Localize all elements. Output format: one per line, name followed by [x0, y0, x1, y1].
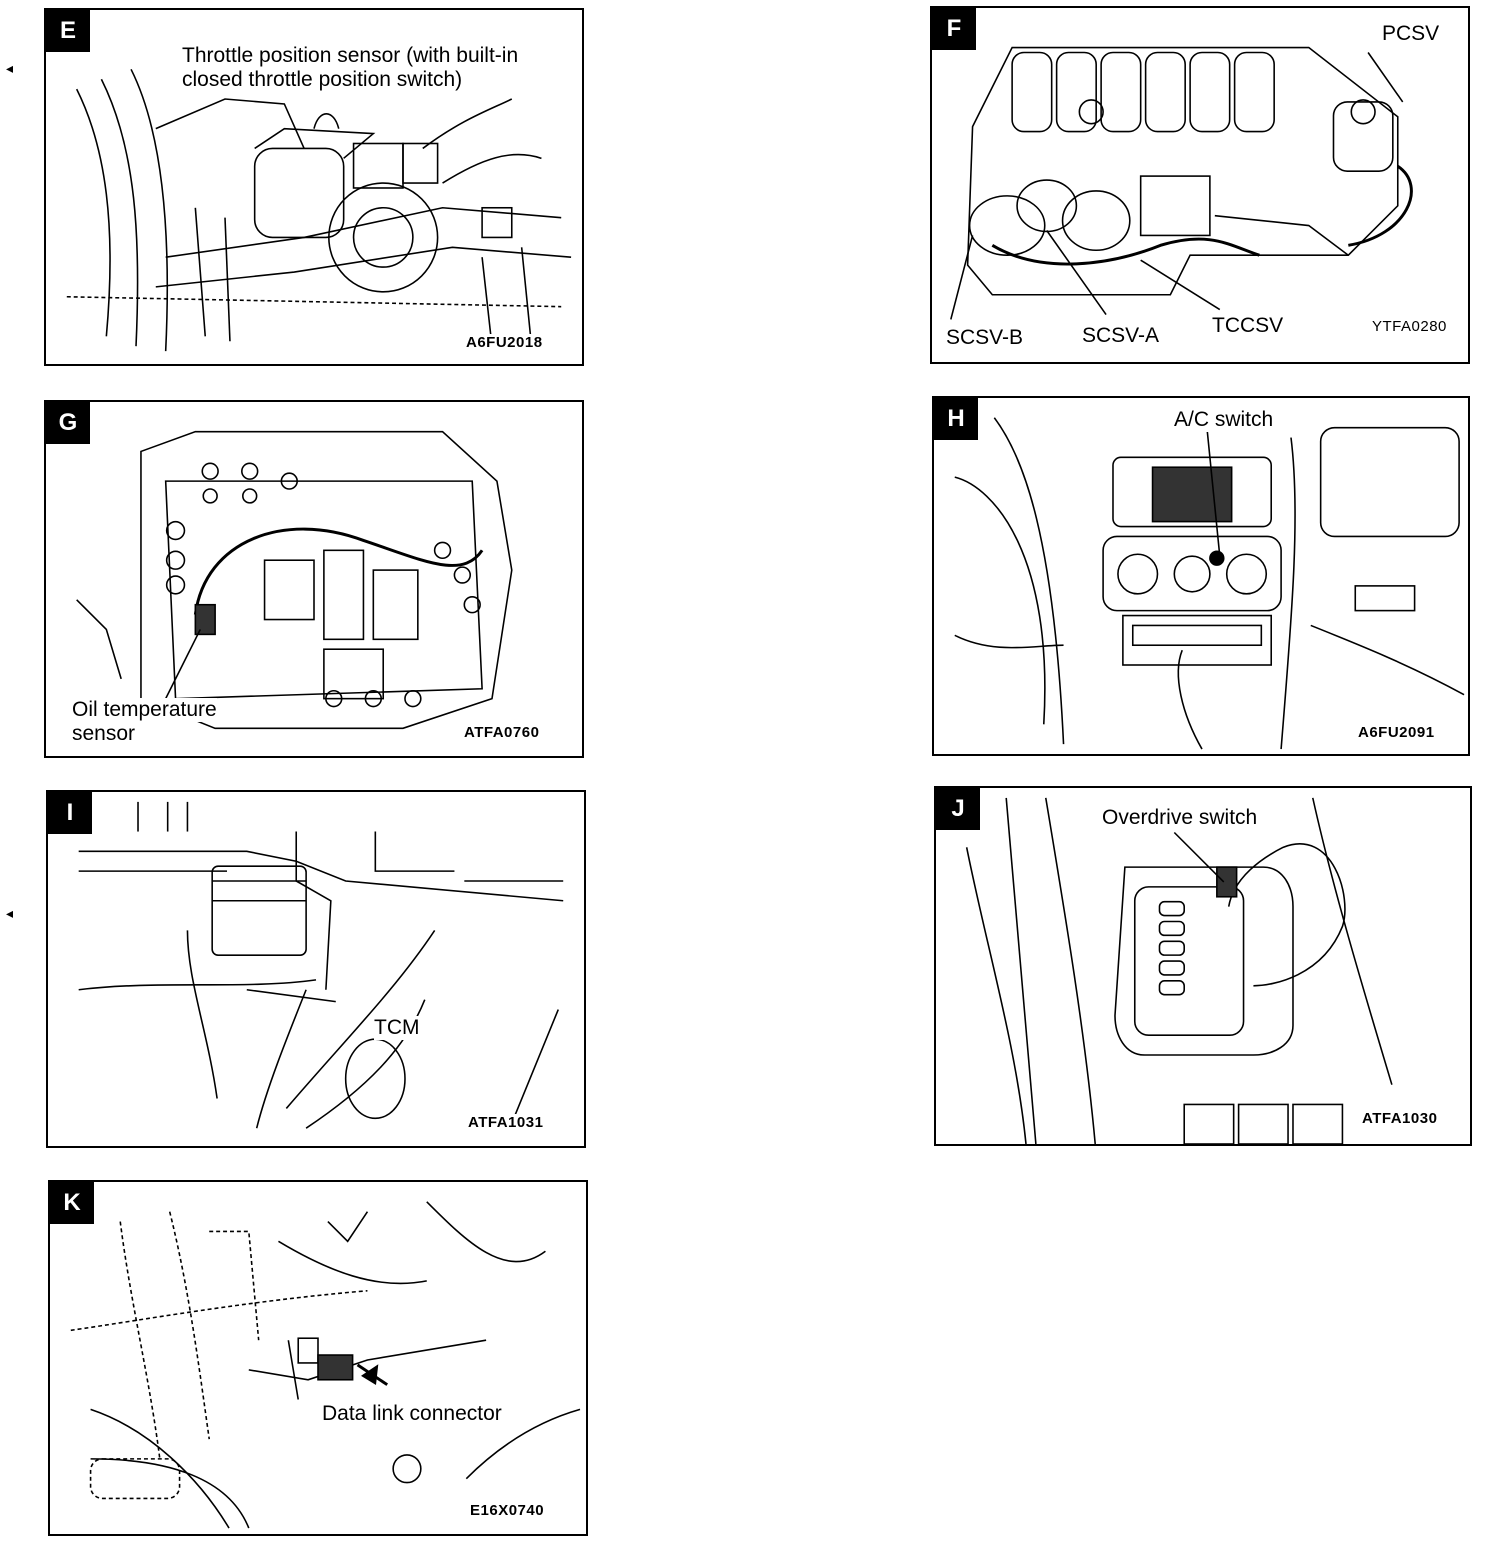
overdrive-switch-label: Overdrive switch — [1102, 806, 1258, 830]
panel-f-solenoid-valves: F PCSV SCSV-B SCSV-A TCCSV YTFA0280 — [930, 6, 1470, 364]
panel-letter: G — [46, 402, 90, 444]
pcsv-label: PCSV — [1382, 22, 1440, 46]
throttle-sensor-label-line2: closed throttle position switch) — [182, 68, 463, 92]
panel-letter: I — [48, 792, 92, 834]
tcm-label: TCM — [374, 1016, 420, 1040]
figure-code: YTFA0280 — [1372, 318, 1447, 335]
margin-mark: ◂ — [6, 905, 14, 921]
valve-body-illustration — [950, 46, 1413, 320]
figure-code: A6FU2091 — [1358, 724, 1435, 741]
ac-switch-label: A/C switch — [1174, 408, 1274, 432]
panel-letter: H — [934, 398, 978, 440]
throttle-body-illustration — [66, 68, 572, 352]
margin-mark: ◂ — [6, 60, 14, 76]
under-dash-illustration — [70, 1201, 581, 1529]
figure-code: A6FU2018 — [466, 334, 543, 351]
panel-letter: J — [936, 788, 980, 830]
panel-letter: E — [46, 10, 90, 52]
oil-temp-sensor-label-line2: sensor — [72, 722, 136, 746]
panel-k-data-link-connector: K Data link connector E16X0740 — [48, 1180, 588, 1536]
scsv-a-label: SCSV-A — [1082, 324, 1160, 348]
tcm-location-illustration — [78, 801, 564, 1129]
panel-h-ac-switch: H A/C switch A6FU2091 — [932, 396, 1470, 756]
throttle-sensor-label-line1: Throttle position sensor (with built-in — [182, 44, 519, 68]
figure-code: E16X0740 — [470, 1502, 545, 1519]
figure-code: ATFA0760 — [464, 724, 540, 741]
figure-code: ATFA1031 — [468, 1114, 544, 1131]
data-link-connector-label: Data link connector — [322, 1402, 502, 1426]
panel-e-throttle-position-sensor: E Throttle position sensor (with built-i… — [44, 8, 584, 366]
panel-letter: F — [932, 8, 976, 50]
dashboard-center-illustration — [954, 417, 1465, 750]
figure-code: ATFA1030 — [1362, 1110, 1438, 1127]
oil-temp-sensor-label-line1: Oil temperature — [72, 698, 217, 722]
panel-i-tcm: I TCM ATFA1031 — [46, 790, 586, 1148]
panel-j-overdrive-switch: J Overdrive switch ATFA1030 — [934, 786, 1472, 1146]
tccsv-label: TCCSV — [1212, 314, 1284, 338]
shifter-console-illustration — [965, 797, 1393, 1144]
panel-letter: K — [50, 1182, 94, 1224]
scsv-b-label: SCSV-B — [946, 326, 1024, 350]
panel-g-oil-temperature-sensor: G Oil temperature sensor ATFA0760 — [44, 400, 584, 758]
